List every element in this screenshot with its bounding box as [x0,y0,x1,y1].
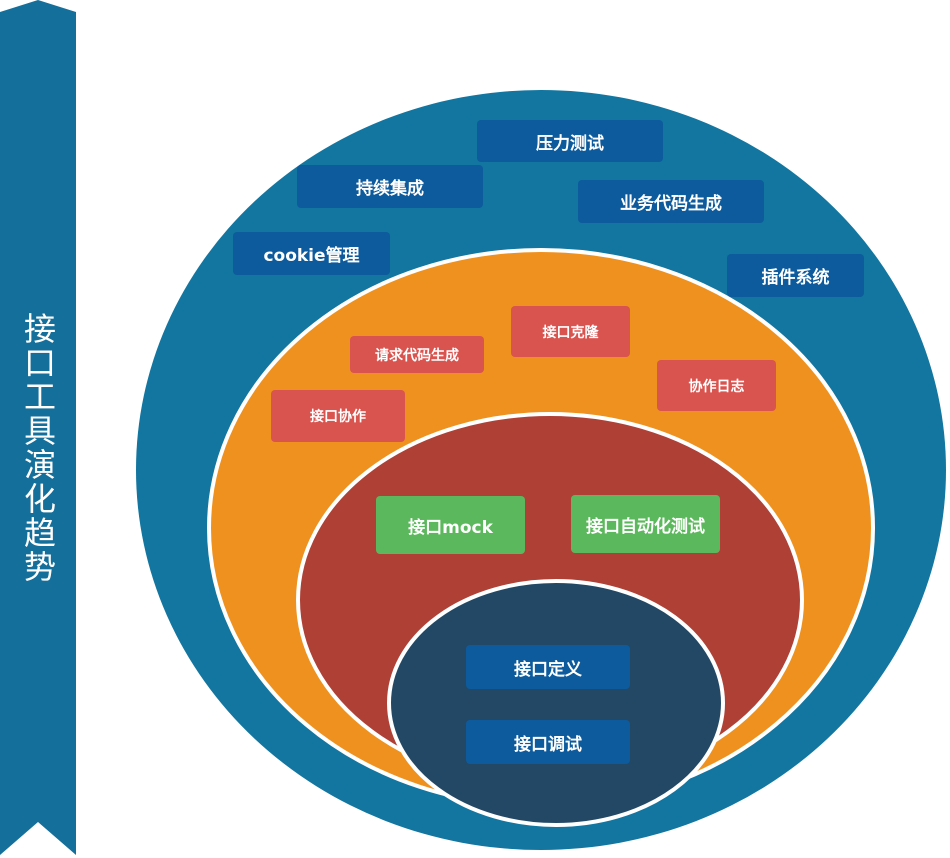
diagram-title: 接口工具演化趋势 [19,312,57,584]
outer-item-continuous-integration: 持续集成 [297,165,483,208]
outer-item-cookie-management: cookie管理 [233,232,390,275]
title-banner [0,0,76,855]
core-item-api-definition: 接口定义 [466,645,630,689]
middle-item-collab-log: 协作日志 [657,360,776,411]
middle-item-request-codegen: 请求代码生成 [350,336,484,373]
diagram-title-area: 接口工具演化趋势 [0,0,76,858]
inner-item-api-mock: 接口mock [376,496,525,554]
outer-item-stress-test: 压力测试 [477,120,663,162]
outer-item-business-codegen: 业务代码生成 [578,180,764,223]
outer-item-plugin-system: 插件系统 [727,254,864,297]
core-ellipse [387,579,725,827]
middle-item-api-collab: 接口协作 [271,390,405,442]
middle-item-api-clone: 接口克隆 [511,306,630,357]
core-item-api-debug: 接口调试 [466,720,630,764]
inner-item-api-automation-test: 接口自动化测试 [571,495,720,553]
